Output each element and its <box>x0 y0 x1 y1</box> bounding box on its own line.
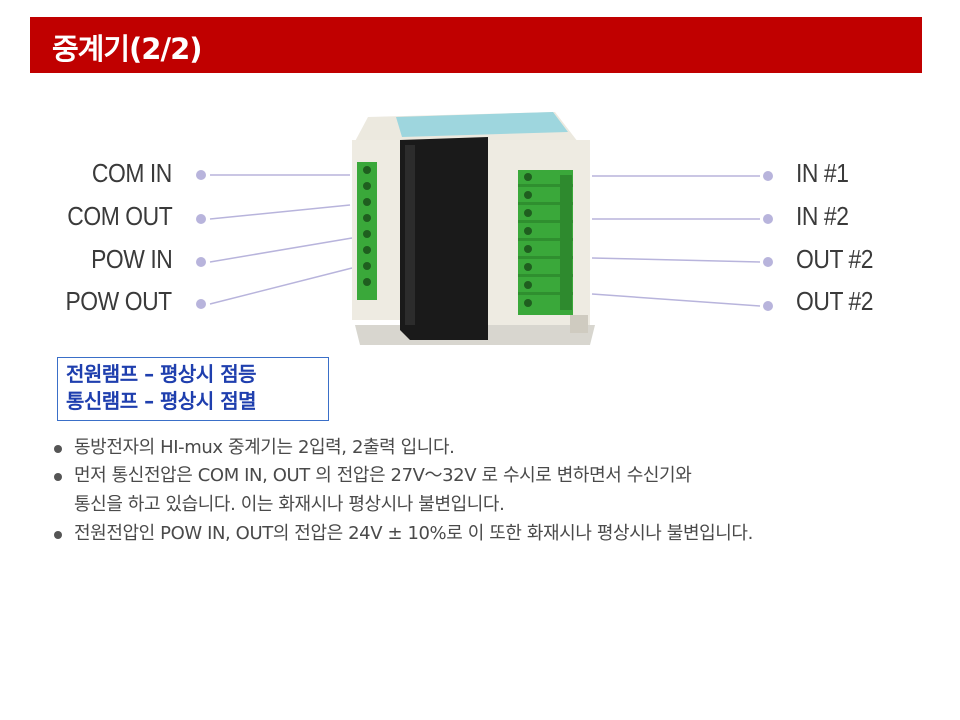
pin-label-in-1: IN #1 <box>796 158 849 188</box>
pin-dot <box>763 214 773 224</box>
pin-dot <box>763 301 773 311</box>
pin-label-com-in: COM IN <box>92 158 172 188</box>
right-screws <box>524 173 532 307</box>
slide-title: 중계기(2/2) <box>52 32 202 66</box>
pin-dot <box>196 257 206 267</box>
list-item: 동방전자의 HI-mux 중계기는 2입력, 2출력 입니다. <box>52 434 932 462</box>
top-blue-strip <box>396 112 568 137</box>
bullet-text: 전원전압인 POW IN, OUT의 전압은 24V ± 10%로 이 또한 화… <box>74 523 753 544</box>
pin-dot <box>763 257 773 267</box>
pin-label-in-2: IN #2 <box>796 201 849 231</box>
bullet-text: 통신을 하고 있습니다. 이는 화재시나 평상시나 불변입니다. <box>74 494 505 515</box>
list-item-continuation: 통신을 하고 있습니다. 이는 화재시나 평상시나 불변입니다. <box>52 490 932 520</box>
right-terminal-ridges <box>518 184 573 295</box>
lamp-status-box: 전원램프 – 평상시 점등 통신램프 – 평상시 점멸 <box>57 357 329 421</box>
pin-label-out-2a: OUT #2 <box>796 244 874 274</box>
pin-dot <box>763 171 773 181</box>
relay-device <box>352 112 595 345</box>
title-bar: 중계기(2/2) <box>30 17 922 73</box>
pin-label-pow-in: POW IN <box>90 244 173 274</box>
bullet-dot-icon <box>54 531 62 539</box>
pin-dot <box>196 170 206 180</box>
pin-label-com-out: COM OUT <box>67 201 172 231</box>
pin-label-out-2b: OUT #2 <box>796 286 874 316</box>
power-lamp-text: 전원램프 – 평상시 점등 <box>66 362 257 386</box>
right-wire-slot <box>560 175 572 310</box>
bullet-text: 먼저 통신전압은 COM IN, OUT 의 전압은 27V～32V 로 수시로… <box>74 465 692 486</box>
bullet-dot-icon <box>54 473 62 481</box>
right-connector-lines <box>591 175 761 307</box>
list-item: 전원전압인 POW IN, OUT의 전압은 24V ± 10%로 이 또한 화… <box>52 520 932 548</box>
mount-clip <box>570 315 588 333</box>
comm-lamp-text: 통신램프 – 평상시 점멸 <box>66 389 257 413</box>
left-pin-dots <box>196 170 206 309</box>
pin-dot <box>196 214 206 224</box>
pin-label-pow-out: POW OUT <box>65 286 173 316</box>
list-item: 먼저 통신전압은 COM IN, OUT 의 전압은 27V～32V 로 수시로… <box>52 462 932 490</box>
description-list: 동방전자의 HI-mux 중계기는 2입력, 2출력 입니다. 먼저 통신전압은… <box>52 434 932 548</box>
bullet-text: 동방전자의 HI-mux 중계기는 2입력, 2출력 입니다. <box>74 437 455 458</box>
left-screws <box>363 166 371 286</box>
cover-highlight <box>405 145 415 325</box>
pin-dot <box>196 299 206 309</box>
right-pin-dots <box>763 171 773 311</box>
bullet-dot-icon <box>54 445 62 453</box>
black-cover <box>400 137 488 340</box>
left-connector-lines <box>209 174 353 305</box>
